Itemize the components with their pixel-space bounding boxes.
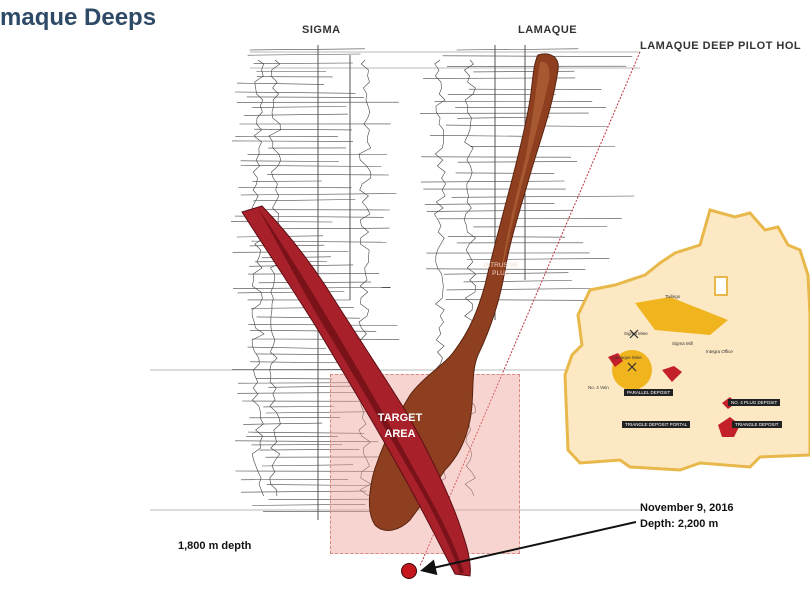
intrusive-plug-label: INTRUSIVE PLUG [476,262,526,278]
working-raise [251,59,265,497]
working-level [236,82,325,85]
working-level [249,48,365,51]
target-label-line2: AREA [384,428,416,440]
working-level [420,180,565,183]
working-level [268,498,369,501]
working-raise [268,59,282,497]
working-level [254,128,353,131]
lamaque-label: LAMAQUE [518,24,578,36]
intrusive-plug [369,53,559,531]
working-level [237,392,373,394]
callout-arrow [420,521,637,576]
working-level [445,299,611,301]
target-area-label: TARGET AREA [370,410,430,442]
map-tag-triangle-portal: TRIANGLE DEPOSIT PORTAL [622,421,691,428]
pilot-hole-label: LAMAQUE DEEP PILOT HOL [640,40,802,52]
target-label-line1: TARGET [377,412,423,424]
working-level [247,346,327,349]
working-level [456,48,579,51]
working-level [253,199,356,202]
working-level [238,187,352,189]
working-level [463,280,573,283]
working-level [240,165,382,167]
callout-date: November 9, 2016 [640,502,734,514]
pilot-hole-trajectory [419,51,641,567]
working-level [240,193,397,196]
working-level [248,431,365,434]
working-level [240,160,339,162]
tailings-area [635,297,728,335]
working-level [247,53,361,56]
working-level [246,96,365,98]
pilot-hole-endpoint-marker [401,563,417,579]
working-level [243,422,323,425]
working-level [443,272,569,275]
working-level [237,382,363,384]
ore-body [241,205,471,577]
working-level [253,62,353,64]
callout-depth: Depth: 2,200 m [640,518,719,530]
working-level [252,504,366,506]
working-level [256,378,333,380]
working-level [249,330,377,332]
map-label-tailings: Tailings [665,294,681,299]
sigma-label: SIGMA [302,24,341,36]
working-level [451,195,635,198]
map-tag-no4-plug-deposit: NO. 4 PLUG DEPOSIT [728,399,781,406]
working-level [268,385,362,388]
map-tag-parallel-deposit: PARALLEL DEPOSIT [624,389,674,396]
map-label-lamaque-mine: Lamaque Mine [612,355,642,360]
working-raise [358,59,372,497]
working-level [466,258,610,260]
map-tag-triangle-deposit: TRIANGLE DEPOSIT [732,421,782,428]
working-level [252,180,322,182]
depth-1800-label: 1,800 m depth [178,540,252,552]
working-level [259,448,360,451]
working-level [424,203,555,205]
page-title: maque Deeps [0,4,157,31]
map-label-sigma-mine: Sigma Mine [624,331,648,336]
working-level [262,464,354,467]
working-level [426,209,573,212]
working-level [244,113,349,116]
working-level [426,268,586,270]
working-level [251,106,347,108]
working-level [231,140,354,142]
working-level [235,440,379,443]
working-level [265,411,366,414]
intrusive-plug-label-line1: INTRUSIVE [483,262,519,269]
map-label-sigma-mill: Sigma Mill [672,341,693,346]
intrusive-plug-label-line2: PLUG [492,270,510,277]
map-label-no4-vein: No. 4 Vein [588,385,609,390]
working-level [234,91,356,94]
working-level [446,288,595,291]
map-label-integra-office: Integra Office [706,349,733,354]
working-level [267,174,389,176]
pilot-hole-callout: November 9, 2016 Depth: 2,200 m [640,500,734,532]
underground-workings [150,48,640,512]
working-level [429,135,541,137]
